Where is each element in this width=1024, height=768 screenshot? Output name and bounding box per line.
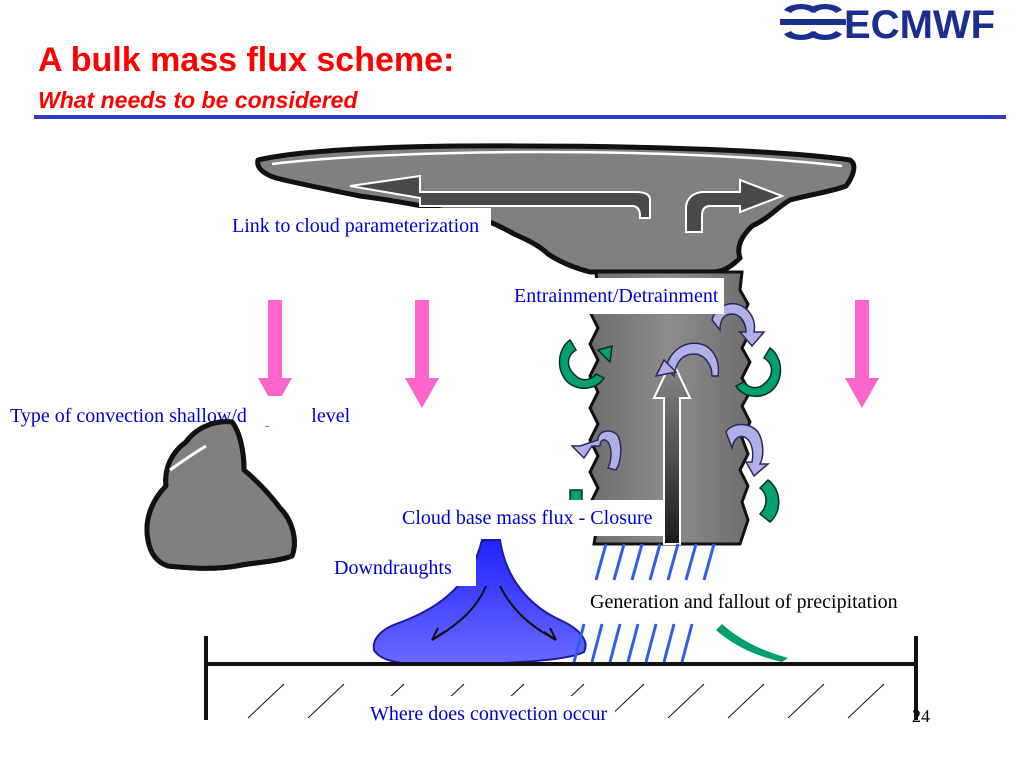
fallout-streak — [716, 624, 788, 662]
slide-subtitle: What needs to be considered — [38, 87, 358, 113]
slide-title: A bulk mass flux scheme: — [38, 41, 455, 79]
precipitation-streaks — [572, 543, 716, 663]
page-number: 24 — [912, 706, 930, 726]
label-precipitation: Generation and fallout of precipitation — [586, 584, 902, 620]
label-where-convection: Where does convection occur — [364, 696, 616, 732]
ecmwf-logo: ECMWF — [780, 3, 995, 44]
label-convection-type: Type of convection shallow/deep/midlevel — [10, 405, 351, 427]
label-downdraughts: Downdraughts — [330, 550, 476, 586]
label-entrainment-detrainment: Entrainment/Detrainment — [508, 278, 725, 314]
subsidence-arrows — [258, 300, 879, 408]
title-divider — [34, 115, 1006, 119]
downdraught-arrows — [431, 585, 557, 641]
logo-text: ECMWF — [844, 3, 995, 44]
outflow-left-arrow — [349, 174, 651, 219]
label-cloud-parameterization: Link to cloud parameterization — [226, 208, 492, 244]
outflow-right-arrow — [685, 178, 785, 233]
shallow-cloud — [144, 419, 297, 571]
detrainment-arrows — [570, 302, 771, 478]
updraft-arrow — [652, 357, 692, 545]
label-closure: Cloud base mass flux - Closure — [396, 500, 663, 536]
